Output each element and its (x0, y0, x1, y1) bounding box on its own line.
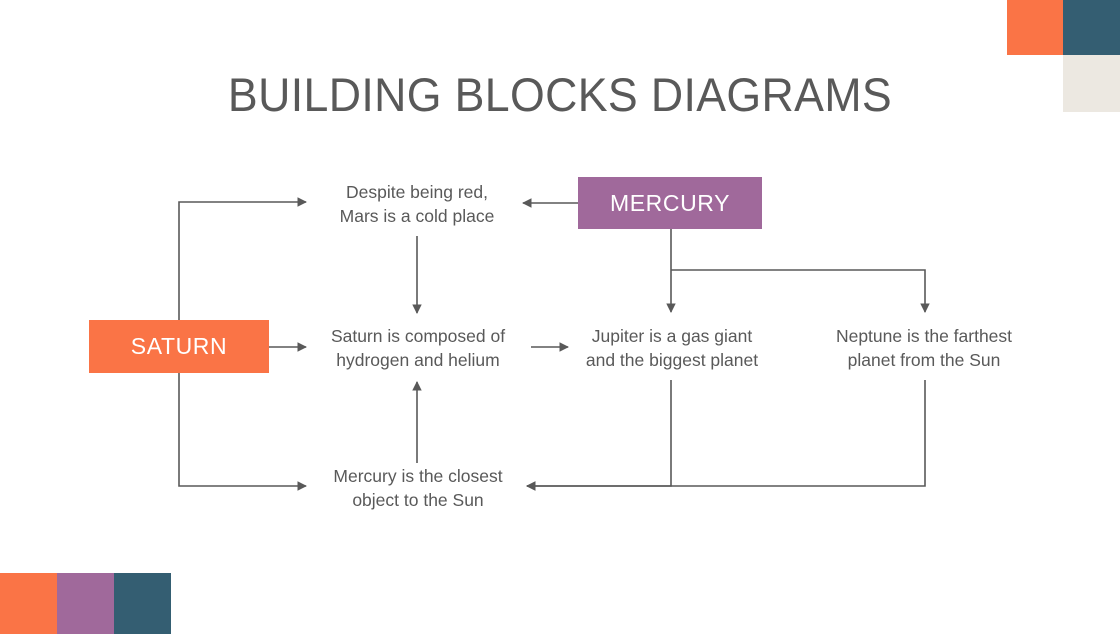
flowchart-box-saturn[interactable]: SATURN (89, 320, 269, 373)
connector-jupiter-to-mercury-desc (526, 380, 672, 491)
decoration-bottom-left-teal-square (114, 573, 171, 634)
connector-saturn-to-mars (178, 197, 307, 320)
flowchart-text-mars[interactable]: Despite being red, Mars is a cold place (339, 182, 495, 226)
decoration-bottom-left-purple-square (57, 573, 114, 634)
flowchart-text-mercury-description[interactable]: Mercury is the closest object to the Sun (333, 466, 503, 510)
flowchart-box-mercury[interactable]: MERCURY (578, 177, 762, 229)
connector-mercury-to-neptune (671, 269, 930, 313)
decoration-top-right-cream-square (1063, 55, 1120, 112)
flowchart-text-jupiter[interactable]: Jupiter is a gas giant and the biggest p… (585, 326, 759, 370)
decoration-top-right-orange-square (1007, 0, 1063, 55)
decoration-bottom-left-orange-square (0, 573, 57, 634)
page-title: BUILDING BLOCKS DIAGRAMS (227, 68, 893, 121)
connector-neptune-to-mercury-desc (526, 380, 926, 491)
flowchart-text-neptune[interactable]: Neptune is the farthest planet from the … (835, 326, 1013, 370)
decoration-top-right-teal-square (1063, 0, 1120, 55)
flowchart-text-saturn-description[interactable]: Saturn is composed of hydrogen and heliu… (330, 326, 506, 370)
connector-saturn-to-mercury-desc (178, 373, 307, 491)
